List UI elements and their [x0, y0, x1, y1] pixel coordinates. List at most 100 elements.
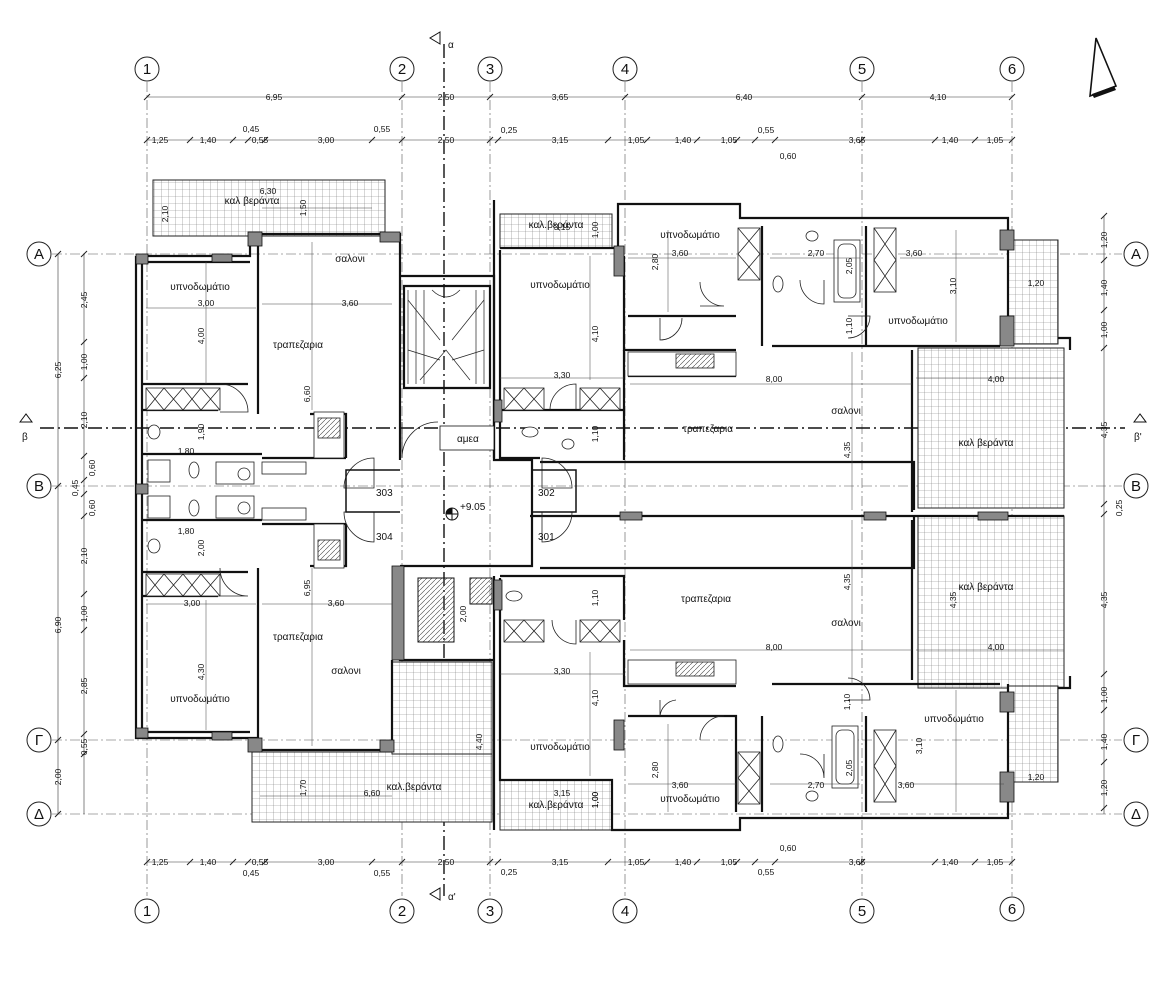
dim-label: 0,55	[252, 857, 269, 867]
grid-col-5-bottom	[849, 898, 875, 924]
room-dim: 2,00	[196, 539, 206, 556]
room-dim: 6,60	[364, 788, 381, 798]
dim-label: 1,05	[721, 857, 738, 867]
dim-label: 0,45	[243, 124, 260, 134]
dim-label: 0,55	[374, 868, 391, 878]
amea-label: αμεα	[457, 434, 479, 445]
room-dim: 1,50	[298, 199, 308, 216]
elevation-label: +9.05	[460, 502, 486, 513]
grid-row-label: Δ	[34, 806, 44, 823]
grid-col-1-top	[134, 56, 160, 82]
dim-label: 3,15	[552, 857, 569, 867]
unit-number: 301	[538, 532, 555, 543]
room-dim: 6,95	[302, 579, 312, 596]
wardrobe	[503, 387, 545, 411]
wardrobe	[873, 227, 897, 293]
dim-label: 1,05	[987, 135, 1004, 145]
section-mark-bottom: α'	[448, 892, 456, 903]
room-dim: 1,10	[842, 693, 852, 710]
grid-col-label: 3	[486, 61, 494, 78]
room-dim: 2,70	[808, 248, 825, 258]
room-dim: 3,60	[672, 248, 689, 258]
grid-col-label: 1	[143, 903, 151, 920]
dim-label: 2,50	[438, 92, 455, 102]
balcony-right-bottom-strip	[1007, 685, 1059, 783]
wardrobe	[503, 619, 545, 643]
room-label: τραπεζαρια	[681, 594, 731, 605]
wardrobe	[145, 573, 221, 597]
room-dim: 1,10	[844, 317, 854, 334]
room-label: καλ βεράντα	[959, 437, 1014, 449]
north-arrow-icon	[1089, 37, 1118, 98]
room-dim: 1,80	[178, 446, 195, 456]
dim-label: 4,10	[930, 92, 947, 102]
room-dim: 3,00	[198, 298, 215, 308]
room-dim: 1,10	[590, 589, 600, 606]
room-dim: 6,30	[260, 186, 277, 196]
room-label: καλ.βεράντα	[529, 799, 584, 811]
dim-label: 0,60	[87, 459, 97, 476]
dim-label: 2,50	[438, 857, 455, 867]
bathroom-fixtures	[147, 230, 861, 802]
grid-col-1-bottom	[134, 898, 160, 924]
room-dim: 2,80	[650, 761, 660, 778]
grid-col-label: 3	[486, 903, 494, 920]
grid-col-label: 6	[1008, 901, 1016, 918]
room-dim: 2,10	[160, 205, 170, 222]
dim-label: 1,40	[200, 135, 217, 145]
room-label: καλ.βεράντα	[387, 781, 442, 793]
wardrobe	[579, 387, 621, 411]
balcony-bottom-left	[251, 751, 493, 823]
room-label: τραπεζαρια	[683, 424, 733, 435]
balcony-right-upper	[917, 347, 1065, 509]
room-label: υπνοδωμάτιο	[888, 315, 948, 327]
room-dim: 1,70	[298, 779, 308, 796]
dim-label: 1,40	[1099, 733, 1109, 750]
dim-label: 6,40	[736, 92, 753, 102]
dim-label: 0,55	[252, 135, 269, 145]
room-dim: 1,00	[590, 791, 600, 808]
room-dim-lines	[146, 207, 1064, 812]
grid-col-label: 6	[1008, 61, 1016, 78]
room-dim: 4,35	[842, 441, 852, 458]
dim-label: 0,25	[501, 867, 518, 877]
dim-label: 1,40	[1099, 279, 1109, 296]
room-label: σαλονι	[831, 406, 861, 417]
wall-columns	[135, 229, 1015, 803]
grid-col-2-top	[389, 56, 415, 82]
room-label: καλ βεράντα	[959, 581, 1014, 593]
grid-row-g-right	[1123, 727, 1149, 753]
dim-label: 1,20	[1099, 779, 1109, 796]
dim-label: 3,00	[318, 135, 335, 145]
balconies	[152, 179, 1065, 831]
section-mark-right: β'	[1134, 432, 1142, 443]
room-dim: 1,10	[590, 425, 600, 442]
dim-label: 2,45	[79, 291, 89, 308]
grid-row-g-left	[26, 727, 52, 753]
unit-number: 303	[376, 488, 393, 499]
grid-row-d-right	[1123, 801, 1149, 827]
elevator	[417, 577, 493, 643]
dim-label: 4,35	[1099, 421, 1109, 438]
wardrobe	[579, 619, 621, 643]
room-dim: 4,40	[474, 733, 484, 750]
dim-label: 4,35	[1099, 591, 1109, 608]
room-dim: 2,05	[844, 257, 854, 274]
room-dim: 3,60	[342, 298, 359, 308]
grid-col-label: 4	[621, 61, 629, 78]
dim-label: 3,65	[849, 135, 866, 145]
entrance-bays	[345, 469, 577, 513]
room-dim: 8,00	[766, 374, 783, 384]
room-label: τραπεζαρια	[273, 632, 323, 643]
balcony-bottom-mid	[499, 779, 613, 831]
grid-row-label: Β	[34, 478, 44, 495]
dim-label: 1,25	[152, 135, 169, 145]
kitchen-counters	[261, 351, 737, 685]
grid-row-label: Α	[34, 246, 44, 263]
grid-col-label: 4	[621, 903, 629, 920]
room-dim: 1,90	[196, 423, 206, 440]
room-dim: 2,80	[650, 253, 660, 270]
room-dim: 3,60	[898, 780, 915, 790]
dim-label: 1,00	[79, 353, 89, 370]
